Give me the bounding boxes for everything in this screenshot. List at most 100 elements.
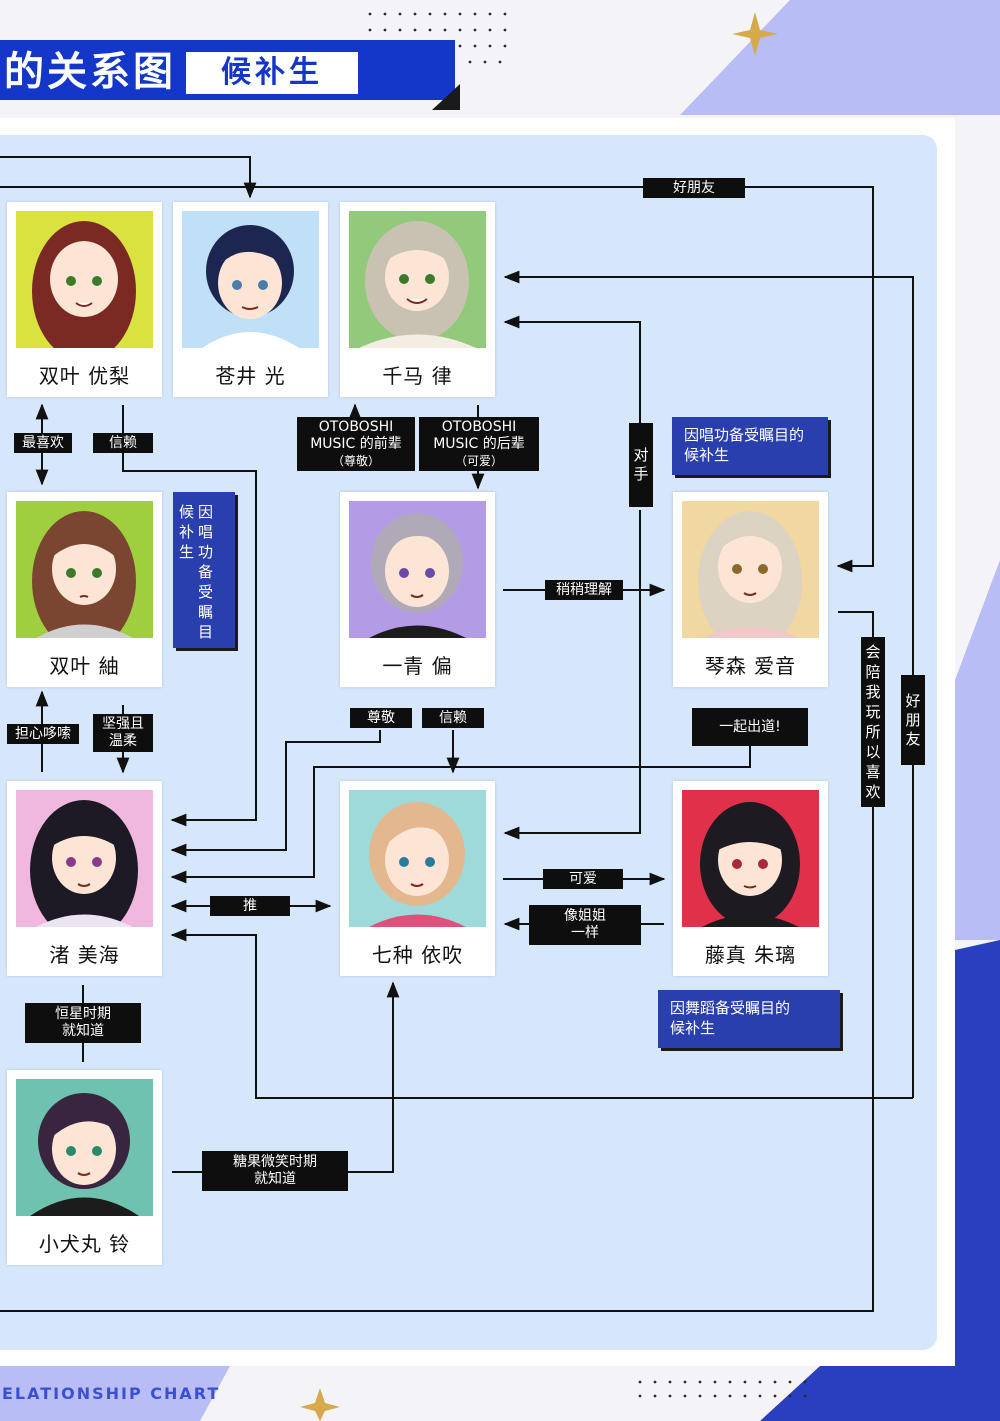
relation-tag-stellar-era: 恒星时期 就知道 — [25, 1003, 141, 1043]
relation-tag-line: 坚强且 — [102, 716, 144, 732]
relation-tag-line: 就知道 — [62, 1023, 104, 1039]
relation-tag-line: 像姐姐 — [564, 908, 606, 924]
relation-tag-line: （尊敬） — [331, 453, 380, 468]
relation-tag-play-with-me: 会 陪 我 玩 所 以 喜 欢 — [861, 637, 885, 807]
portrait-illustration — [30, 1093, 139, 1216]
character-card-rin[interactable]: 小犬丸 铃 — [7, 1070, 162, 1265]
character-card-hen[interactable]: 一青 偏 — [340, 492, 495, 687]
character-portrait — [682, 790, 819, 927]
relation-tag-cute: 可爱 — [543, 869, 623, 889]
relation-tag-char: 以 — [865, 743, 881, 761]
relation-tag-understand: 稍稍理解 — [545, 580, 623, 600]
note-char: 因 — [198, 503, 214, 521]
header-corner-decoration — [432, 84, 460, 110]
note-char: 补 — [179, 523, 195, 541]
relation-tag-worry: 担心哆嗦 — [7, 724, 79, 744]
relation-tag-line: OTOBOSHI — [441, 418, 517, 435]
relation-tag-char: 友 — [905, 729, 921, 748]
character-portrait — [182, 211, 319, 348]
character-portrait — [349, 501, 486, 638]
character-portrait — [16, 211, 153, 348]
character-portrait — [349, 790, 486, 927]
relation-tag-push: 推 — [210, 896, 290, 916]
character-name: 小犬丸 铃 — [38, 1232, 131, 1256]
character-portrait — [349, 211, 486, 348]
character-card-hikaru[interactable]: 苍井 光 — [173, 202, 328, 397]
note-char: 备 — [198, 563, 214, 581]
character-name: 双叶 紬 — [49, 654, 120, 678]
relation-tag-char: 对 — [633, 446, 649, 464]
character-portrait — [16, 501, 153, 638]
note-line: 因唱功备受瞩目的 — [684, 426, 805, 444]
relation-tag-trust: 信赖 — [93, 433, 153, 453]
character-name: 渚 美海 — [49, 943, 120, 967]
character-card-tsumugi[interactable]: 双叶 紬 — [7, 492, 162, 687]
relation-tag-candy-smile-era: 糖果微笑时期 就知道 — [202, 1151, 348, 1191]
portrait-illustration — [32, 511, 136, 638]
relation-tag-line: 糖果微笑时期 — [233, 1154, 317, 1170]
relation-tag-char: 陪 — [865, 663, 881, 681]
relation-tag-line: （可爱） — [454, 453, 503, 468]
note-char: 候 — [179, 503, 195, 521]
portrait-illustration — [700, 802, 800, 927]
portrait-illustration — [698, 511, 802, 638]
relation-tag-junior: OTOBOSHI MUSIC 的后辈 （可爱） — [419, 417, 539, 471]
note-char: 目 — [198, 623, 214, 641]
portrait-illustration — [32, 221, 136, 348]
relation-tag-line: OTOBOSHI — [318, 418, 394, 435]
relation-tag-good-friend-side: 好 朋 友 — [901, 675, 925, 765]
character-name: 一青 偏 — [382, 654, 453, 678]
note-line: 候补生 — [684, 446, 730, 464]
dot-pattern-top — [368, 12, 507, 64]
character-name: 双叶 优梨 — [38, 364, 131, 388]
relation-tag-line: 恒星时期 — [55, 1006, 111, 1022]
note-column: 候 补 生 — [179, 502, 194, 638]
relation-tag-line: MUSIC 的后辈 — [433, 435, 525, 452]
relation-tag-char: 喜 — [865, 763, 881, 781]
relation-tag-line: 温柔 — [109, 733, 137, 749]
portrait-illustration — [369, 802, 466, 927]
note-char: 瞩 — [198, 603, 214, 621]
relation-tag-senior: OTOBOSHI MUSIC 的前辈 （尊敬） — [297, 417, 415, 471]
footer-caption: ELATIONSHIP CHART — [2, 1384, 221, 1403]
relation-tag-like-most: 最喜欢 — [14, 433, 72, 453]
page-title: 的关系图 — [4, 49, 176, 95]
character-name: 千马 律 — [382, 364, 453, 388]
relation-tag-trust-2: 信赖 — [422, 708, 484, 728]
page-subtitle: 候补生 — [186, 52, 358, 94]
note-char: 唱 — [198, 523, 214, 541]
character-card-ritsu[interactable]: 千马 律 — [340, 202, 495, 397]
note-line: 候补生 — [670, 1019, 716, 1037]
relation-tag-line: 一样 — [571, 925, 599, 941]
portrait-illustration — [30, 800, 138, 927]
character-portrait — [16, 1079, 153, 1216]
dot-pattern-bottom — [638, 1380, 807, 1398]
portrait-illustration — [202, 225, 299, 348]
relation-tag-char: 朋 — [905, 710, 921, 729]
note-char: 功 — [198, 543, 214, 561]
character-name: 琴森 爱音 — [704, 654, 797, 678]
relation-tag-char: 玩 — [865, 703, 881, 721]
portrait-illustration — [359, 221, 476, 348]
relation-tag-good-friend: 好朋友 — [643, 178, 745, 198]
character-card-shuri[interactable]: 藤真 朱璃 — [673, 781, 828, 976]
relation-tag-char: 所 — [865, 723, 881, 741]
relation-tag-respect: 尊敬 — [350, 708, 412, 728]
note-line: 因舞蹈备受瞩目的 — [670, 999, 791, 1017]
character-card-aine[interactable]: 琴森 爱音 — [673, 492, 828, 687]
portrait-illustration — [369, 513, 466, 638]
character-portrait — [682, 501, 819, 638]
relation-tag-char: 好 — [905, 691, 921, 710]
character-card-miumi[interactable]: 渚 美海 — [7, 781, 162, 976]
note-shuri-candidate: 因舞蹈备受瞩目的 候补生 — [658, 990, 840, 1048]
relation-tag-char: 我 — [865, 683, 881, 701]
character-card-ibuki[interactable]: 七种 依吹 — [340, 781, 495, 976]
character-portrait — [16, 790, 153, 927]
note-column: 因 唱 功 备 受 瞩 目 — [198, 502, 214, 641]
relation-tag-char: 手 — [633, 465, 649, 483]
relation-tag-line: MUSIC 的前辈 — [310, 435, 402, 452]
character-name: 藤真 朱璃 — [704, 943, 797, 967]
character-name: 七种 依吹 — [371, 943, 464, 967]
character-card-yuri[interactable]: 双叶 优梨 — [7, 202, 162, 397]
